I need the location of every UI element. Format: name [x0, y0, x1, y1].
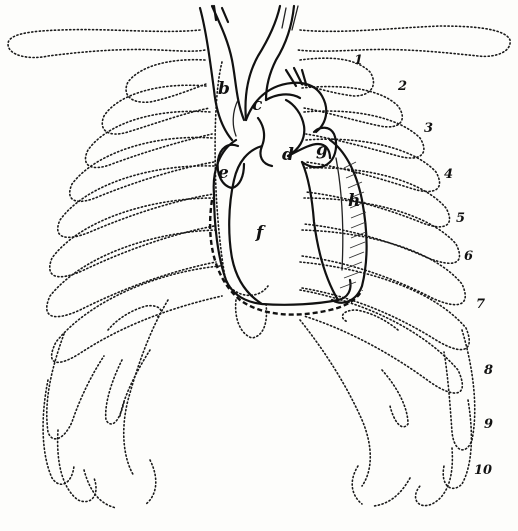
rib-number-5: 5 [456, 211, 465, 226]
rib-number-1: 1 [354, 53, 363, 68]
rib-number-7: 7 [476, 297, 485, 312]
rib-number-3: 3 [424, 121, 433, 136]
rib-number-8: 8 [484, 363, 493, 378]
label-c: c [252, 95, 263, 115]
rib-number-2: 2 [397, 79, 407, 94]
label-f: f [255, 223, 266, 243]
label-g: g [316, 140, 328, 160]
rib-number-6: 6 [464, 249, 473, 264]
label-e: e [218, 163, 229, 183]
clavicle-left [8, 30, 205, 58]
clavicle-right [298, 26, 510, 56]
label-d: d [282, 145, 294, 165]
heart [214, 100, 367, 305]
rib-number-10: 10 [474, 463, 492, 478]
rib-number-9: 9 [484, 417, 493, 432]
ribs-left [43, 60, 222, 508]
ribs-right [300, 58, 475, 506]
label-b: b [218, 79, 230, 99]
rib-number-4: 4 [444, 167, 453, 182]
label-h: h [348, 191, 360, 211]
